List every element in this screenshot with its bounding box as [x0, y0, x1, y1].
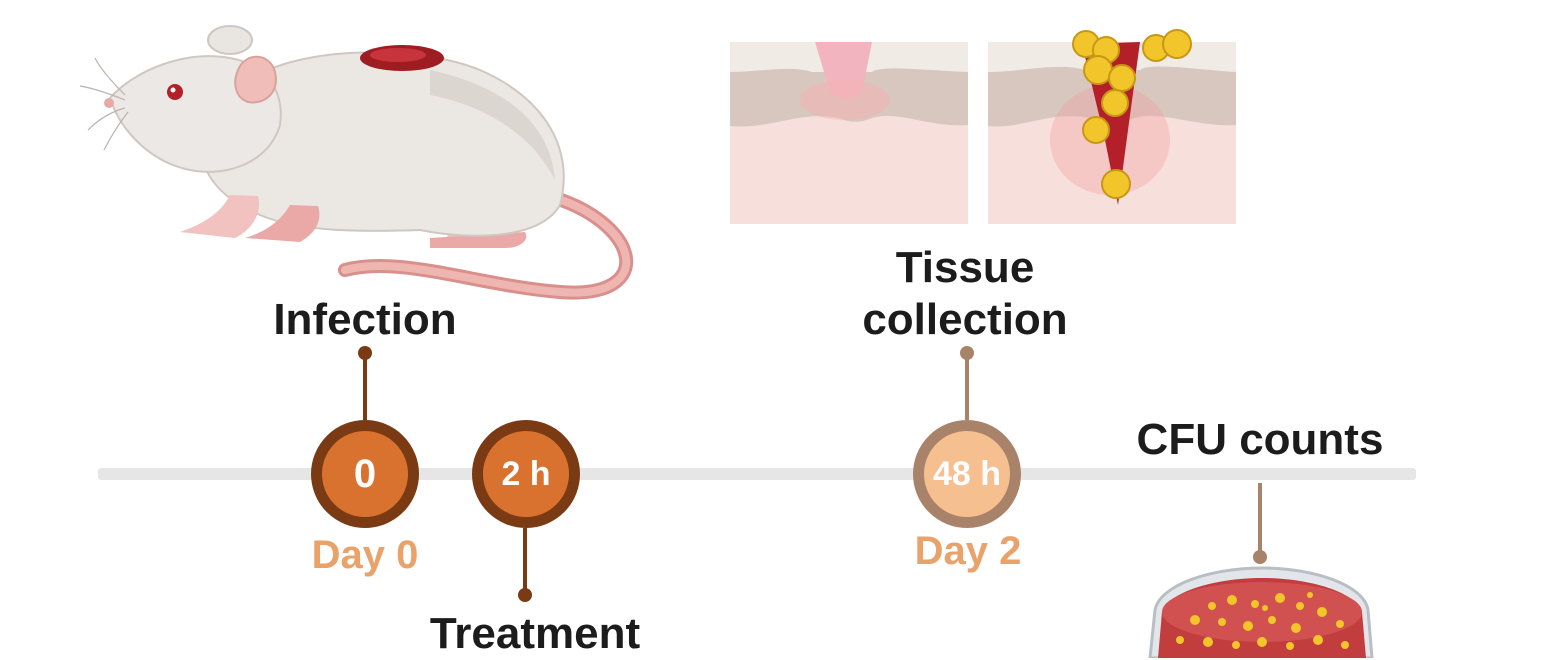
day-2-label: Day 2	[914, 529, 1022, 573]
treatment-connector-dot	[518, 588, 532, 602]
timepoint-node-2h: 2 h	[472, 420, 580, 528]
day-0-label: Day 0	[311, 533, 419, 577]
tissue-collection-label-line2: collection	[862, 295, 1068, 344]
infection-connector-dot	[358, 346, 372, 360]
cfu-connector-dot	[1253, 550, 1267, 564]
timepoint-node-0: 0	[311, 420, 419, 528]
tissue-connector-dot	[960, 346, 974, 360]
tissue-connector	[965, 354, 969, 420]
tissue-collection-label-line1: Tissue	[895, 243, 1035, 292]
timeline-bar	[98, 468, 1416, 480]
treatment-connector	[523, 528, 527, 592]
mouse-icon	[79, 25, 634, 300]
petri-dish-icon	[1148, 566, 1374, 658]
treatment-label: Treatment	[429, 609, 641, 658]
infected-wound-icon	[988, 29, 1236, 224]
skin-wound-icon	[730, 42, 968, 224]
infection-connector	[363, 354, 367, 420]
timepoint-node-48h: 48 h	[913, 420, 1021, 528]
cfu-connector	[1258, 483, 1262, 553]
cfu-counts-label: CFU counts	[1136, 415, 1384, 464]
infection-label: Infection	[273, 295, 457, 344]
